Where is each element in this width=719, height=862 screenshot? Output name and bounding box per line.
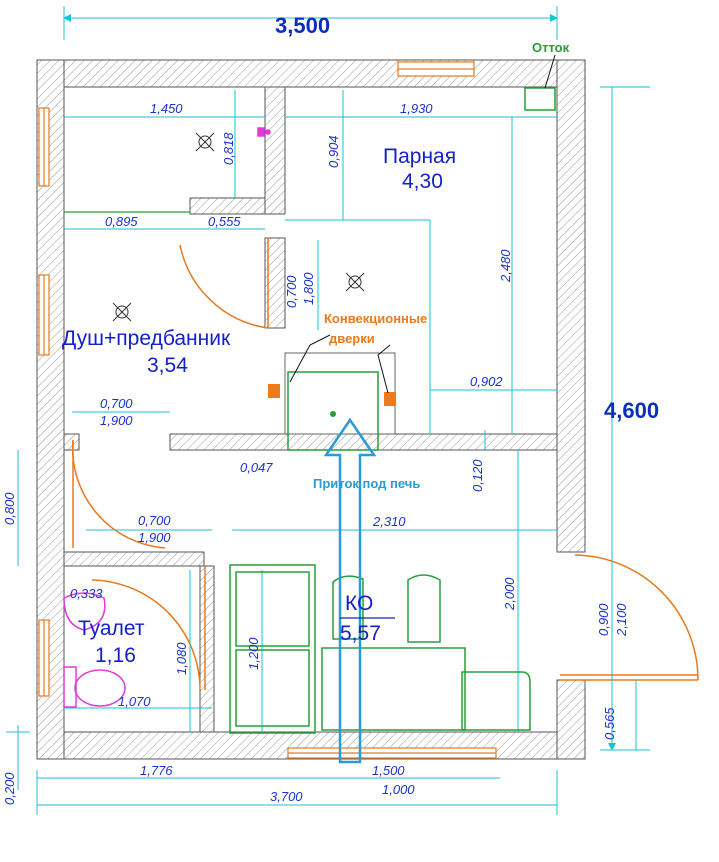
dim-label: 1,776: [140, 763, 173, 778]
inner-walls: [63, 86, 558, 733]
dim-label: 0,200: [2, 772, 17, 805]
dim-label: 1,800: [301, 272, 316, 305]
dim-label: 1,000: [382, 782, 415, 797]
room-label-ko: КО: [345, 592, 373, 615]
room-area-toilet: 1,16: [95, 644, 136, 667]
dim-label: 2,100: [614, 603, 629, 637]
dim-label: 2,480: [498, 249, 513, 283]
plumbing: [63, 592, 126, 708]
dim-label: 0,900: [596, 603, 611, 636]
windows: [38, 61, 497, 759]
lamp-icons: [112, 132, 365, 322]
dim-label: 1,930: [400, 101, 433, 116]
furniture: [229, 564, 531, 734]
dim-label: 0,904: [326, 135, 341, 168]
dim-label: 0,555: [208, 214, 241, 229]
room-label-steam: Парная: [383, 145, 456, 168]
dim-label: 1,200: [246, 637, 261, 670]
dim-label: 0,120: [470, 459, 485, 492]
dim-label: 1,450: [150, 101, 183, 116]
inflow-arrow: [323, 417, 377, 764]
dim-label: 0,895: [105, 214, 138, 229]
doors: [71, 238, 699, 691]
note-exhaust: Отток: [532, 40, 570, 55]
lamp-icon: [345, 272, 365, 292]
dim-label: 1,900: [138, 530, 171, 545]
note-convection-2: дверки: [329, 331, 375, 346]
dim-label: 3,700: [270, 789, 303, 804]
dim-label: 2,310: [372, 514, 406, 529]
dim-label: 0,333: [70, 586, 103, 601]
dim-label: 1,900: [100, 413, 133, 428]
room-label-shower: Душ+предбанник: [62, 327, 231, 350]
dim-label: 0,902: [470, 374, 503, 389]
dim-label: 1,500: [372, 763, 405, 778]
dim-label: 0,700: [138, 513, 171, 528]
room-label-toilet: Туалет: [78, 617, 145, 640]
note-convection-1: Конвекционные: [324, 311, 427, 326]
dim-right-total: 4,600: [604, 398, 659, 423]
dim-label: 0,047: [240, 460, 273, 475]
dim-label: 2,000: [502, 577, 517, 611]
lamp-icon: [195, 132, 215, 152]
dim-label: 0,800: [2, 492, 17, 525]
shower-faucet-icon: [257, 127, 271, 137]
room-area-steam: 4,30: [402, 170, 443, 193]
dim-label: 0,818: [221, 132, 236, 165]
exhaust-vent: [524, 54, 556, 111]
dim-label: 0,700: [100, 396, 133, 411]
lamp-icon: [112, 302, 132, 322]
dim-label: 0,565: [602, 707, 617, 740]
dimension-lines: [6, 6, 650, 815]
dim-top-total: 3,500: [275, 13, 330, 38]
room-area-ko: 5,57: [340, 622, 381, 645]
outer-walls: [36, 59, 586, 760]
room-area-shower: 3,54: [147, 354, 188, 377]
dim-label: 1,080: [174, 642, 189, 675]
dim-label: 1,070: [118, 694, 151, 709]
dim-label: 0,700: [284, 275, 299, 308]
note-inflow: Приток под печь: [313, 476, 420, 491]
stove-area: [268, 334, 396, 451]
